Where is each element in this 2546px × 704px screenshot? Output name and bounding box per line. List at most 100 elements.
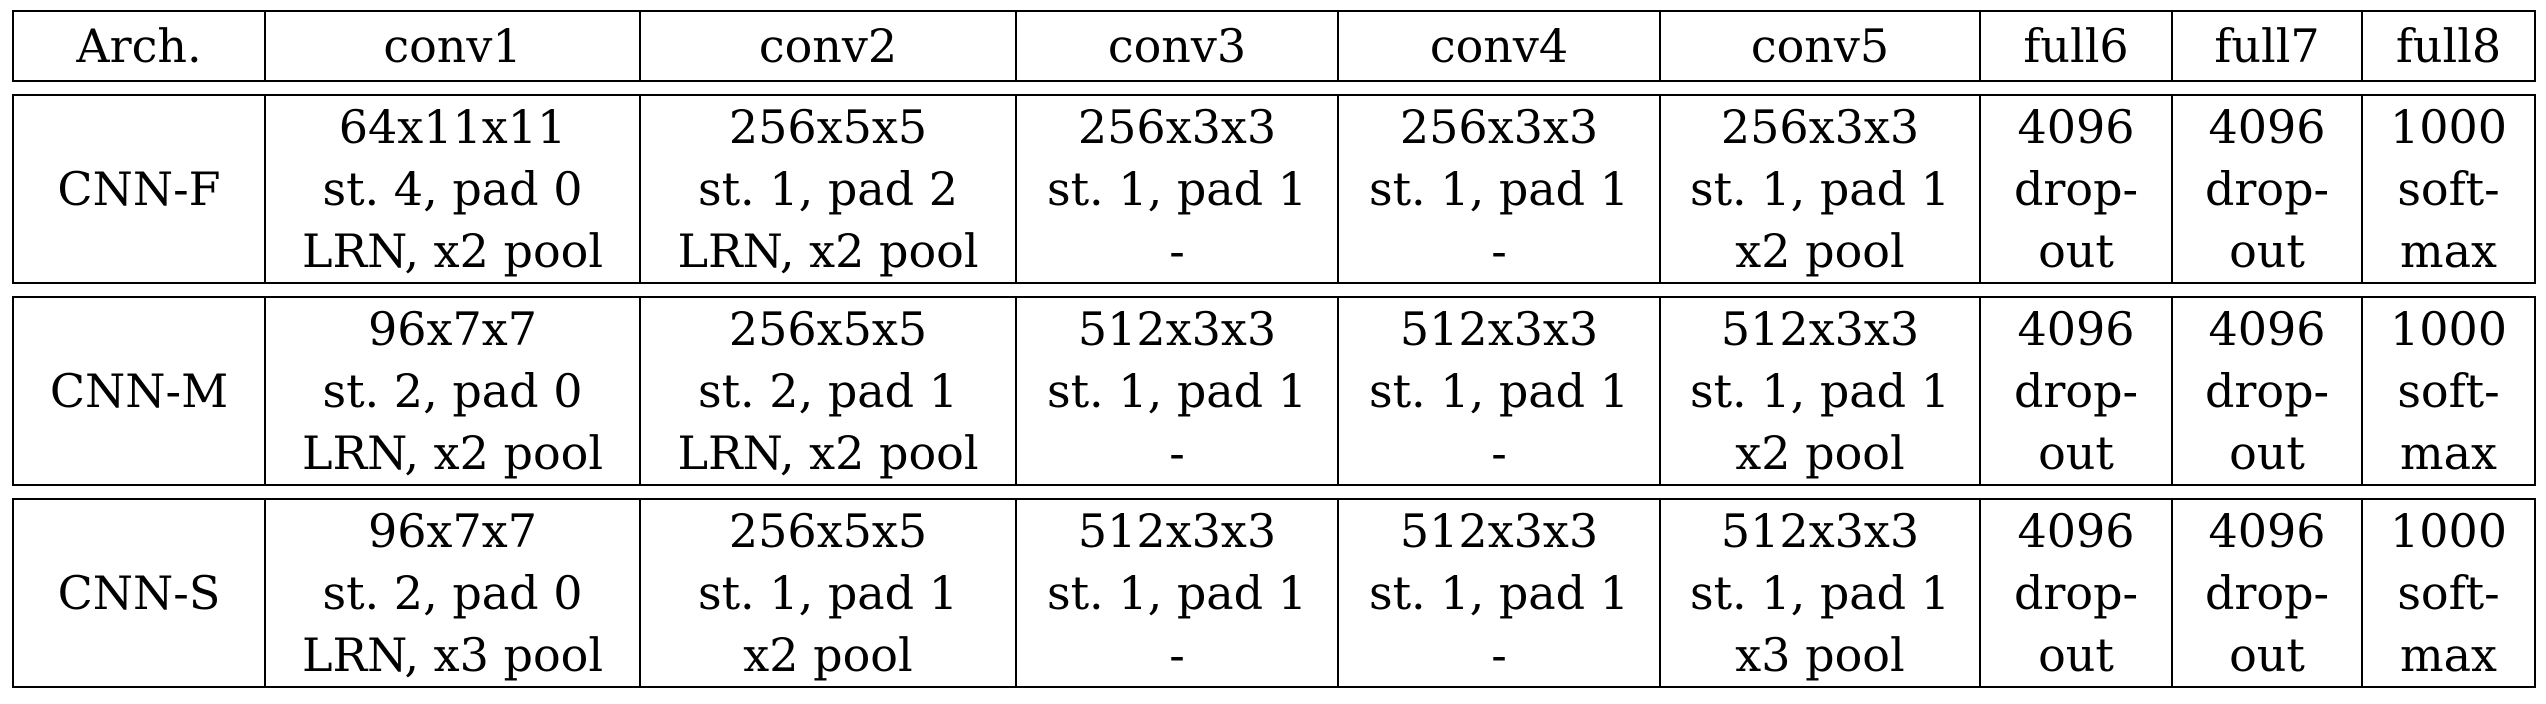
cell-line: 512x3x3 [1399, 504, 1599, 558]
row-spacer-cell [13, 283, 2535, 297]
architecture-table-container: Arch. conv1 conv2 conv3 conv4 conv5 full… [12, 10, 2536, 688]
arch-name-cell: CNN-F [12, 94, 266, 284]
cell-line: st. 1, pad 1 [1368, 162, 1630, 216]
cell-line: 512x3x3 [1720, 302, 1920, 356]
cell-line: 256x3x3 [1399, 100, 1599, 154]
cell-line: soft- [2397, 162, 2500, 216]
cell-line: out [2038, 628, 2114, 682]
cell-conv5: 512x3x3 st. 1, pad 1 x3 pool [1659, 498, 1981, 688]
cell-line: st. 1, pad 1 [1689, 566, 1951, 620]
cell-line: st. 2, pad 0 [322, 364, 583, 418]
column-header-conv5: conv5 [1659, 10, 1981, 82]
cell-conv3: 256x3x3 st. 1, pad 1 - [1015, 94, 1339, 284]
cell-conv4: 256x3x3 st. 1, pad 1 - [1337, 94, 1661, 284]
cell-line: drop- [2204, 162, 2330, 216]
table-row: CNN-S 96x7x7 st. 2, pad 0 LRN, x3 pool 256x5… [12, 498, 2536, 688]
cell-line: 256x5x5 [728, 504, 928, 558]
cell-line: 512x3x3 [1720, 504, 1920, 558]
cell-line: 256x3x3 [1077, 100, 1277, 154]
cell-full6: 4096 drop-out [1979, 94, 2173, 284]
column-header-conv2: conv2 [639, 10, 1017, 82]
cell-line: st. 2, pad 0 [322, 566, 583, 620]
cell-line: max [2400, 628, 2497, 682]
cell-line: st. 1, pad 2 [697, 162, 959, 216]
cell-line: soft- [2397, 566, 2500, 620]
cell-conv2: 256x5x5 st. 1, pad 2 LRN, x2 pool [639, 94, 1017, 284]
cell-conv3: 512x3x3 st. 1, pad 1 - [1015, 498, 1339, 688]
cell-line: - [1491, 224, 1507, 278]
cell-line: 4096 [2017, 504, 2135, 558]
cell-line: st. 1, pad 1 [1046, 566, 1308, 620]
cell-line: 4096 [2017, 100, 2135, 154]
cell-line: drop- [2204, 364, 2330, 418]
cell-line: st. 1, pad 1 [1689, 162, 1951, 216]
cell-line: LRN, x2 pool [677, 224, 979, 278]
row-spacer-cell [13, 81, 2535, 95]
cell-line: 96x7x7 [368, 504, 537, 558]
cell-line: - [1169, 426, 1185, 480]
cell-line: 256x3x3 [1720, 100, 1920, 154]
row-spacer-cell [13, 485, 2535, 499]
cell-line: 4096 [2017, 302, 2135, 356]
cell-line: 4096 [2208, 504, 2326, 558]
cell-conv1: 64x11x11 st. 4, pad 0 LRN, x2 pool [264, 94, 641, 284]
cell-line: - [1169, 224, 1185, 278]
cell-line: x2 pool [1735, 426, 1905, 480]
cell-line: LRN, x2 pool [301, 224, 604, 278]
cell-line: LRN, x2 pool [301, 426, 604, 480]
cell-line: st. 4, pad 0 [322, 162, 583, 216]
cell-line: st. 1, pad 1 [1046, 162, 1308, 216]
column-header-full7: full7 [2171, 10, 2363, 82]
cell-conv5: 256x3x3 st. 1, pad 1 x2 pool [1659, 94, 1981, 284]
cell-line: 1000 [2389, 504, 2508, 558]
cell-full8: 1000 soft-max [2361, 498, 2536, 688]
cell-line: st. 1, pad 1 [1368, 364, 1630, 418]
cell-line: drop- [2013, 566, 2139, 620]
cell-line: x2 pool [743, 628, 913, 682]
cell-line: drop- [2204, 566, 2330, 620]
cell-line: 256x5x5 [728, 100, 928, 154]
arch-name-cell: CNN-M [12, 296, 266, 486]
cell-full6: 4096 drop-out [1979, 296, 2173, 486]
cell-line: st. 1, pad 1 [1046, 364, 1308, 418]
arch-name-cell: CNN-S [12, 498, 266, 688]
cell-conv1: 96x7x7 st. 2, pad 0 LRN, x3 pool [264, 498, 641, 688]
column-header-full8: full8 [2361, 10, 2536, 82]
cell-line: max [2400, 224, 2497, 278]
cell-line: 512x3x3 [1077, 504, 1277, 558]
column-header-full6: full6 [1979, 10, 2173, 82]
cell-line: 256x5x5 [728, 302, 928, 356]
cell-line: x3 pool [1735, 628, 1905, 682]
cell-line: 64x11x11 [338, 100, 567, 154]
cell-line: out [2229, 224, 2305, 278]
cell-line: - [1491, 628, 1507, 682]
cell-line: out [2038, 224, 2114, 278]
column-header-conv3: conv3 [1015, 10, 1339, 82]
cnn-architecture-table: Arch. conv1 conv2 conv3 conv4 conv5 full… [12, 10, 2536, 688]
cell-line: drop- [2013, 162, 2139, 216]
column-header-conv1: conv1 [264, 10, 641, 82]
cell-line: LRN, x3 pool [301, 628, 604, 682]
cell-line: - [1169, 628, 1185, 682]
column-header-arch: Arch. [12, 10, 266, 82]
cell-conv2: 256x5x5 st. 2, pad 1 LRN, x2 pool [639, 296, 1017, 486]
cell-line: x2 pool [1735, 224, 1905, 278]
cell-line: st. 2, pad 1 [697, 364, 959, 418]
cell-line: out [2038, 426, 2114, 480]
table-header-row: Arch. conv1 conv2 conv3 conv4 conv5 full… [12, 10, 2536, 82]
cell-line: LRN, x2 pool [677, 426, 979, 480]
cell-line: soft- [2397, 364, 2500, 418]
cell-line: drop- [2013, 364, 2139, 418]
cell-line: 1000 [2389, 302, 2508, 356]
